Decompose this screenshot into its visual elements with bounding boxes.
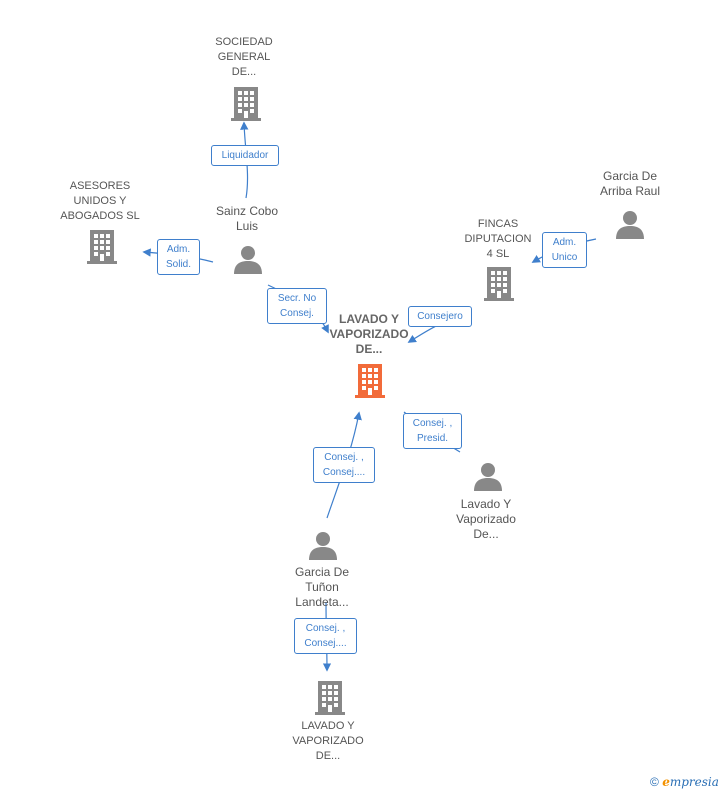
building-icon[interactable]: [315, 681, 345, 715]
building-icon[interactable]: [87, 230, 117, 264]
edge-label-consejero[interactable]: Consejero: [408, 306, 472, 327]
node-label-asesores[interactable]: ASESORES UNIDOS Y ABOGADOS SL: [60, 180, 140, 222]
person-icon[interactable]: [474, 463, 502, 491]
building-icon[interactable]: [484, 267, 514, 301]
edge-label-liquidador[interactable]: Liquidador: [211, 145, 279, 166]
building-icon[interactable]: [231, 87, 261, 121]
node-label-lavado-bottom[interactable]: LAVADO Y VAPORIZADO DE...: [292, 720, 364, 762]
person-icon[interactable]: [234, 246, 262, 274]
person-icon[interactable]: [616, 211, 644, 239]
edge-label-consej-tunon-bottom[interactable]: Consej. , Consej....: [294, 618, 357, 654]
node-label-main[interactable]: LAVADO Y VAPORIZADO DE...: [329, 312, 409, 356]
node-label-fincas[interactable]: FINCAS DIPUTACION 4 SL: [464, 218, 532, 260]
edge-label-secr[interactable]: Secr. No Consej.: [267, 288, 327, 324]
node-label-lavado-person[interactable]: Lavado Y Vaporizado De...: [456, 497, 516, 541]
node-label-sociedad[interactable]: SOCIEDAD GENERAL DE...: [215, 36, 273, 78]
building-icon[interactable]: [355, 364, 385, 398]
empresia-logo: empresia: [662, 775, 719, 789]
edge-label-adm-solid[interactable]: Adm. Solid.: [157, 239, 200, 275]
person-icon[interactable]: [309, 532, 337, 560]
node-label-garcia-tunon[interactable]: Garcia De Tuñon Landeta...: [294, 565, 350, 609]
edge-label-adm-unico[interactable]: Adm. Unico: [542, 232, 587, 268]
copyright-icon: ©: [650, 775, 659, 789]
node-label-garcia-arriba[interactable]: Garcia De Arriba Raul: [599, 169, 661, 198]
footer-brand: © empresia: [650, 775, 719, 789]
edge-label-consej-presid[interactable]: Consej. , Presid.: [403, 413, 462, 449]
node-label-sainz[interactable]: Sainz Cobo Luis: [215, 204, 279, 233]
edge-label-consej-tunon-main[interactable]: Consej. , Consej....: [313, 447, 375, 483]
